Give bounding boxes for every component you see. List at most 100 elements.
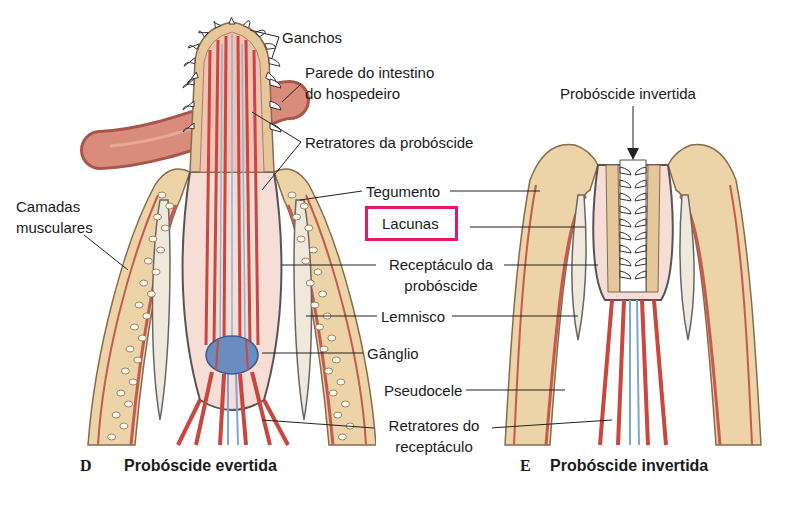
wall-cell — [314, 269, 322, 275]
nerve — [228, 372, 238, 445]
lemniscus — [153, 200, 170, 420]
wall-cell — [328, 335, 336, 341]
wall-cell — [108, 434, 116, 440]
figure-letter: E — [520, 455, 531, 476]
wall-cell — [297, 236, 305, 242]
muscle-layer — [514, 185, 536, 445]
wall-cell — [325, 368, 333, 374]
lemniscus — [572, 195, 586, 340]
wall-cell — [166, 203, 174, 209]
hook — [635, 193, 646, 201]
hook — [620, 232, 631, 240]
wall-cell — [126, 346, 134, 352]
part-label: Retratores da probóscide — [305, 132, 473, 153]
hook — [183, 123, 194, 132]
wall-cell — [158, 192, 166, 198]
hooks — [183, 17, 281, 132]
muscle-layer — [306, 195, 366, 445]
highlight-box: Lacunas — [365, 206, 458, 241]
ganglion — [206, 336, 258, 374]
hook — [620, 193, 631, 201]
muscle-layer — [730, 185, 752, 445]
hook — [270, 79, 281, 88]
hook — [184, 58, 195, 67]
figure-letter: D — [80, 455, 92, 476]
wall-cell — [147, 291, 155, 297]
hook — [635, 271, 646, 279]
box-label: Lacunas — [382, 213, 439, 234]
hook — [620, 219, 631, 227]
hook — [620, 206, 631, 214]
hook — [635, 258, 646, 266]
wall-cell — [338, 434, 346, 440]
hook — [269, 58, 280, 67]
wall-cell — [129, 379, 137, 385]
part-label: Pseudocele — [384, 380, 462, 401]
wall-cell — [152, 269, 160, 275]
nerve — [630, 300, 639, 445]
part-label: Gânglio — [367, 343, 419, 364]
lemniscus — [294, 200, 311, 420]
hook — [620, 245, 631, 253]
body-wall — [274, 169, 376, 445]
wall-cell — [143, 313, 151, 319]
hook — [620, 271, 631, 279]
part-label: Camadas musculares — [16, 196, 112, 238]
receptacle-retractors — [178, 372, 288, 445]
wall-cell — [288, 192, 296, 198]
wall-cell — [319, 291, 327, 297]
hook — [635, 180, 646, 188]
hook — [620, 167, 631, 175]
hook — [183, 101, 194, 110]
wall-cell — [334, 412, 342, 418]
wall-cell — [135, 302, 143, 308]
hook — [243, 21, 250, 28]
hook — [635, 245, 646, 253]
body-wall — [668, 144, 761, 445]
wall-cell — [305, 225, 313, 231]
body-wall — [505, 144, 598, 445]
part-label: Tegumento — [366, 181, 440, 202]
wall-cell — [134, 357, 142, 363]
wall-cell — [342, 401, 350, 407]
hook — [635, 167, 646, 175]
hook — [183, 79, 194, 88]
hook — [635, 232, 646, 240]
wall-cell — [117, 390, 125, 396]
wall-cell — [144, 258, 152, 264]
hook — [635, 219, 646, 227]
part-label: Ganchos — [282, 27, 342, 48]
wall-cell — [306, 280, 314, 286]
leader-lines — [84, 30, 633, 428]
hook — [270, 101, 281, 110]
hooks — [620, 167, 646, 279]
wall-cell — [300, 203, 308, 209]
nerve — [220, 34, 245, 340]
part-label: Receptáculo da probóscide — [380, 254, 502, 296]
figure-caption: Probóscide invertida — [550, 455, 708, 476]
hook — [620, 258, 631, 266]
wall-cell — [125, 401, 133, 407]
hook — [199, 31, 209, 37]
muscle-layer — [680, 196, 720, 445]
wall-cell — [309, 247, 317, 253]
hook — [265, 44, 276, 50]
wall-cell — [311, 302, 319, 308]
hook — [620, 180, 631, 188]
body-wall — [88, 169, 190, 445]
hook — [214, 21, 221, 28]
wall-cell — [316, 324, 324, 330]
hook — [188, 44, 199, 49]
proboscis-tegument — [606, 165, 620, 292]
wall-cell — [157, 247, 165, 253]
retractors — [600, 300, 666, 445]
wall-cell — [337, 379, 345, 385]
wall-cell — [120, 423, 128, 429]
wall-cell — [293, 214, 301, 220]
figure-caption: Probóscide evertida — [124, 455, 277, 476]
wall-cell — [131, 324, 139, 330]
arrow-head — [627, 148, 639, 160]
ganglion-fibers — [216, 340, 248, 370]
wall-cell — [149, 236, 157, 242]
muscle-layer — [546, 196, 586, 445]
